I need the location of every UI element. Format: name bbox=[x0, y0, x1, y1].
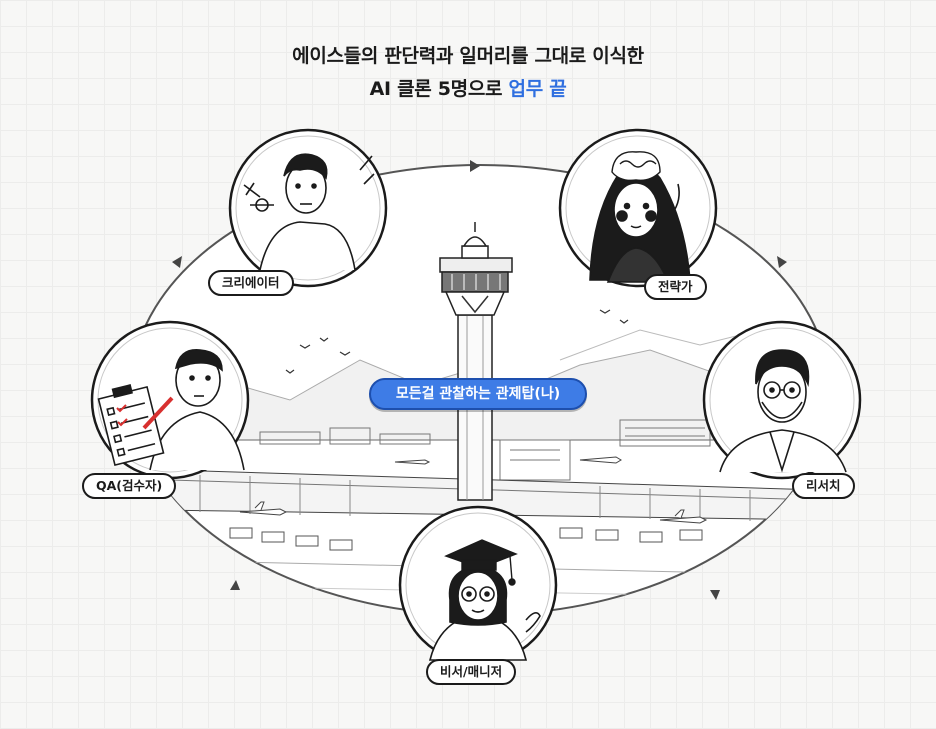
airport-illustration bbox=[131, 309, 829, 599]
control-tower-label: 모든걸 관찰하는 관제탑(나) bbox=[369, 378, 587, 410]
arrow-right-top bbox=[777, 256, 787, 268]
headline-line2: AI 클론 5명으로 업무 끝 bbox=[0, 73, 936, 106]
cycle-arrows bbox=[172, 160, 787, 600]
strategist-portrait bbox=[558, 128, 718, 288]
clipboard-icon bbox=[97, 384, 174, 467]
headline-line1: 에이스들의 판단력과 일머리를 그대로 이식한 bbox=[292, 45, 644, 67]
role-label-researcher: 리서치 bbox=[792, 473, 855, 499]
brain-icon bbox=[611, 151, 661, 182]
arrow-top bbox=[470, 160, 480, 172]
headline-line2-accent: 업무 끝 bbox=[508, 78, 567, 100]
arrow-left-top bbox=[172, 256, 182, 268]
microscope-icon bbox=[243, 182, 274, 212]
role-label-qa: QA(검수자) bbox=[82, 473, 177, 499]
creator-portrait bbox=[228, 128, 388, 288]
researcher-portrait bbox=[702, 320, 862, 480]
role-label-secretary: 비서/매니저 bbox=[426, 659, 517, 685]
secretary-portrait bbox=[398, 505, 558, 665]
headline-line2-prefix: AI 클론 5명으로 bbox=[369, 78, 509, 100]
graduation-cap-icon bbox=[444, 539, 518, 586]
role-label-creator: 크리에이터 bbox=[208, 270, 294, 296]
headline: 에이스들의 판단력과 일머리를 그대로 이식한 AI 클론 5명으로 업무 끝 bbox=[0, 40, 936, 106]
arrow-left-bottom bbox=[230, 580, 240, 590]
role-label-strategist: 전략가 bbox=[644, 274, 707, 300]
arrow-right-bottom bbox=[710, 590, 720, 600]
qa-portrait bbox=[90, 320, 250, 480]
